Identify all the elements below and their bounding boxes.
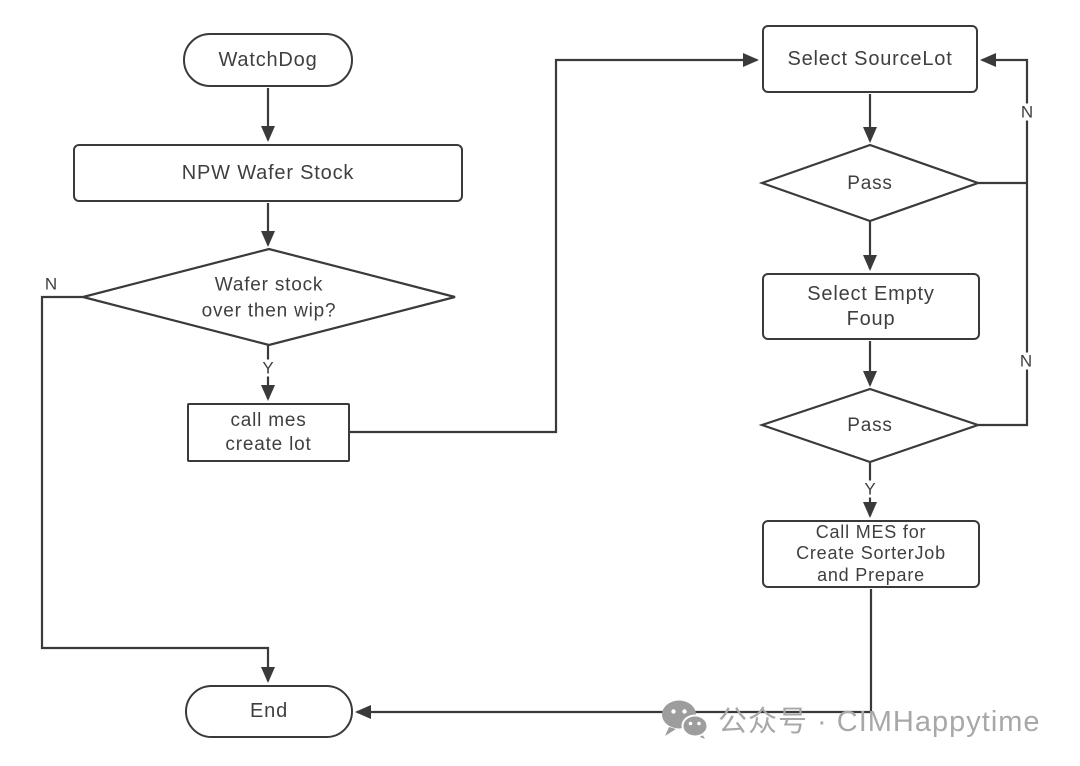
edge-label-pass-foup-yes: Y <box>861 480 879 498</box>
edge-label-pass-sourcelot-no: N <box>1017 103 1037 121</box>
wechat-icon <box>662 700 708 739</box>
edge-label-wafer-yes: Y <box>259 359 277 377</box>
node-watchdog: WatchDog <box>183 33 353 87</box>
edge-pass2-no-loopback <box>978 53 1029 427</box>
watermark: 公众号 · CIMHappytime <box>660 698 1041 740</box>
node-end: End <box>185 685 353 738</box>
node-select-sourcelot: Select SourceLot <box>762 25 978 93</box>
watermark-text: 公众号 · CIMHappytime <box>718 706 1041 738</box>
edge-decision-no-to-end <box>40 295 275 683</box>
decision-wafer-stock-shape <box>82 247 456 347</box>
edge-callmes-to-selectsourcelot <box>350 53 759 434</box>
node-npw-wafer-stock: NPW Wafer Stock <box>73 144 463 202</box>
node-call-mes-sorterjob: Call MES for Create SorterJob and Prepar… <box>762 520 980 588</box>
node-select-empty-foup: Select Empty Foup <box>762 273 980 340</box>
node-call-mes-create-lot: call mes create lot <box>187 403 350 462</box>
edge-label-wafer-no: N <box>41 275 61 293</box>
decision-pass-foup-shape <box>758 387 982 464</box>
decision-pass-sourcelot-shape <box>758 143 982 223</box>
edge-label-pass-foup-no: N <box>1016 352 1036 370</box>
edge-callmesfor-to-end <box>355 589 873 719</box>
